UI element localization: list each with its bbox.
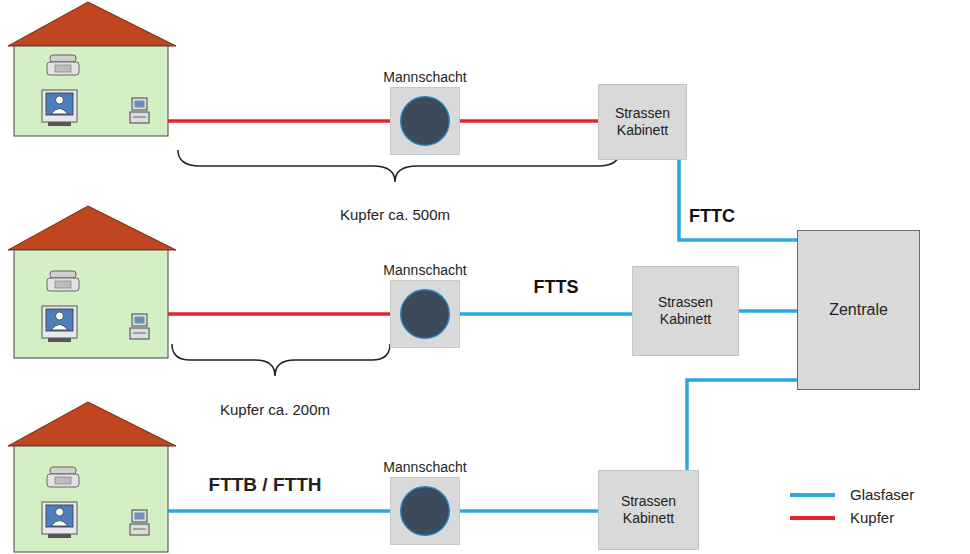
manhole-cover xyxy=(401,97,450,146)
copper-line xyxy=(168,312,391,316)
manhole: Mannschacht xyxy=(390,280,460,348)
manhole-cover xyxy=(391,478,459,544)
house-body xyxy=(14,46,168,136)
legend-entry: Kupfer xyxy=(790,509,894,526)
manhole-cover xyxy=(401,290,450,339)
fiber-line xyxy=(679,160,797,240)
house xyxy=(8,206,176,358)
manhole: Mannschacht xyxy=(390,87,460,155)
house-roof xyxy=(8,206,176,250)
legend-swatch xyxy=(790,516,835,520)
node-label: Mannschacht xyxy=(383,262,466,278)
central-office: Zentrale xyxy=(797,230,920,390)
node-label: Mannschacht xyxy=(383,69,466,85)
technology-label: FTTS xyxy=(534,277,579,298)
legend-swatch xyxy=(790,493,835,497)
legend-text: Glasfaser xyxy=(850,486,914,503)
copper-line xyxy=(168,119,391,123)
legend-text: Kupfer xyxy=(850,509,894,526)
manhole-cover xyxy=(401,487,450,536)
fiber-line xyxy=(460,509,598,513)
node-label: Strassen Kabinett xyxy=(603,493,694,527)
fiber-line xyxy=(460,312,632,316)
node-label: Strassen Kabinett xyxy=(603,105,682,139)
technology-label: FTTB / FTTH xyxy=(209,474,322,496)
street-cabinet: Strassen Kabinett xyxy=(598,470,699,550)
house-devices xyxy=(42,55,149,126)
technology-label: FTTC xyxy=(689,206,735,227)
fiber-line xyxy=(687,380,797,470)
length-brace xyxy=(172,344,390,376)
house-body xyxy=(14,250,168,358)
legend-entry: Glasfaser xyxy=(790,486,914,503)
manhole: Mannschacht xyxy=(390,477,460,545)
house-roof xyxy=(8,402,176,446)
house xyxy=(8,402,176,552)
length-label: Kupfer ca. 500m xyxy=(340,206,450,223)
length-label: Kupfer ca. 200m xyxy=(220,401,330,418)
fiber-line xyxy=(739,309,797,313)
copper-line xyxy=(460,119,598,123)
node-label: Strassen Kabinett xyxy=(637,294,734,328)
manhole-cover xyxy=(391,281,459,347)
house-roof xyxy=(8,2,176,46)
house-devices xyxy=(42,271,149,342)
manhole-cover xyxy=(391,88,459,154)
node-label: Zentrale xyxy=(829,301,888,319)
street-cabinet: Strassen Kabinett xyxy=(598,84,687,160)
house-body xyxy=(14,446,168,552)
node-label: Mannschacht xyxy=(383,459,466,475)
street-cabinet: Strassen Kabinett xyxy=(632,266,739,356)
house-devices xyxy=(42,467,149,538)
fiber-line xyxy=(168,509,391,513)
house xyxy=(8,2,176,136)
